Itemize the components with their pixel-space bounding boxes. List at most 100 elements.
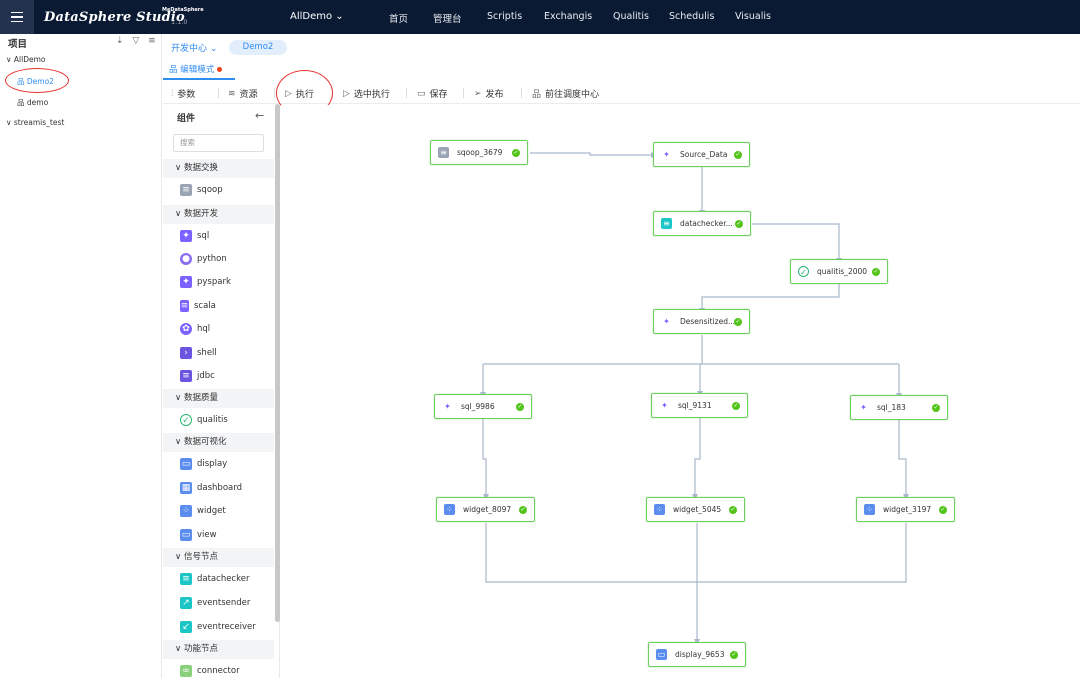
run-selected-button[interactable]: ▷选中执行 xyxy=(343,88,390,101)
edge-sql1-widget1 xyxy=(482,419,487,494)
tree-item-demo[interactable]: 品 demo xyxy=(17,98,49,107)
tab-row: 开发中心 ⌄ Demo2 xyxy=(163,34,1080,60)
node-sql-183[interactable]: ✦sql_183✓ xyxy=(850,395,948,420)
hive-icon: ✿ xyxy=(180,323,192,335)
component-datachecker[interactable]: ≡datachecker xyxy=(180,573,249,585)
component-search-input[interactable]: 搜索 xyxy=(173,134,264,152)
terminal-icon: › xyxy=(180,347,192,359)
sitemap-icon: 品 xyxy=(532,90,542,100)
component-shell[interactable]: ›shell xyxy=(180,347,217,359)
category-data-quality[interactable]: ∨ 数据质量 xyxy=(163,389,274,408)
component-sql[interactable]: ✦sql xyxy=(180,230,209,242)
component-eventsender[interactable]: ↗eventsender xyxy=(180,597,250,609)
database-icon: ≡ xyxy=(180,370,192,382)
star-icon: ✦ xyxy=(180,276,192,288)
category-data-dev[interactable]: ∨ 数据开发 xyxy=(163,205,274,224)
category-data-exchange[interactable]: ∨ 数据交换 xyxy=(163,159,274,178)
node-display-9653[interactable]: ▭display_9653✓ xyxy=(648,642,746,667)
unsaved-dot xyxy=(217,67,223,72)
save-button[interactable]: ▭保存 xyxy=(417,88,448,101)
component-widget[interactable]: ⁘widget xyxy=(180,505,226,517)
monitor-icon: ▭ xyxy=(180,529,192,541)
component-hql[interactable]: ✿hql xyxy=(180,323,210,335)
widget-icon: ⁘ xyxy=(180,505,192,517)
category-signal-nodes[interactable]: ∨ 信号节点 xyxy=(163,548,274,567)
database-icon: ≡ xyxy=(180,184,192,196)
database-check-icon: ≡ xyxy=(661,218,672,229)
nav-exchangis[interactable]: Exchangis xyxy=(544,11,593,22)
edge-widget3-join xyxy=(697,523,907,583)
component-connector[interactable]: ∞connector xyxy=(180,665,240,677)
component-scala[interactable]: ≡scala xyxy=(180,300,216,312)
category-data-visualization[interactable]: ∨ 数据可视化 xyxy=(163,433,274,452)
category-function-nodes[interactable]: ∨ 功能节点 xyxy=(163,640,274,659)
project-panel-title: 项目 xyxy=(8,39,28,50)
component-display[interactable]: ▭display xyxy=(180,458,228,470)
publish-button[interactable]: ➢发布 xyxy=(474,88,504,101)
widget-icon: ⁘ xyxy=(864,504,875,515)
node-datachecker[interactable]: ≡datachecker...✓ xyxy=(653,211,751,236)
edge-qualitis-desensitized xyxy=(701,284,840,308)
nav-home[interactable]: 首页 xyxy=(389,14,409,25)
save-icon: ▭ xyxy=(417,88,426,99)
component-pyspark[interactable]: ✦pyspark xyxy=(180,276,231,288)
node-source-data[interactable]: ✦Source_Data✓ xyxy=(653,142,750,167)
star-icon: ✦ xyxy=(661,401,668,410)
node-widget-3197[interactable]: ⁘widget_3197✓ xyxy=(856,497,955,522)
goto-scheduler-button[interactable]: 品前往调度中心 xyxy=(532,87,599,100)
chevron-down-icon: ∨ xyxy=(6,55,12,64)
node-sql-9131[interactable]: ✦sql_9131✓ xyxy=(651,393,748,418)
success-check-icon: ✓ xyxy=(734,318,742,326)
star-icon: ✦ xyxy=(663,150,670,159)
node-sqoop[interactable]: ≡sqoop_3679✓ xyxy=(430,140,528,165)
python-icon: ● xyxy=(180,253,192,265)
hamburger-menu-icon[interactable] xyxy=(0,0,34,34)
link-icon: ∞ xyxy=(180,665,192,677)
collapse-arrow-icon[interactable]: ← xyxy=(255,109,265,122)
component-panel-scrollbar[interactable] xyxy=(275,104,280,622)
widget-icon: ⁘ xyxy=(444,504,455,515)
nav-admin[interactable]: 管理台 xyxy=(433,14,462,25)
node-widget-8097[interactable]: ⁘widget_8097✓ xyxy=(436,497,535,522)
success-check-icon: ✓ xyxy=(872,268,880,276)
success-check-icon: ✓ xyxy=(730,651,738,659)
tree-item-streamis-test[interactable]: ∨ streamis_test xyxy=(6,118,65,127)
dev-center-dropdown[interactable]: 开发中心 ⌄ xyxy=(171,44,218,54)
node-widget-5045[interactable]: ⁘widget_5045✓ xyxy=(646,497,745,522)
node-qualitis[interactable]: ✓qualitis_2000✓ xyxy=(790,259,888,284)
node-desensitized[interactable]: ✦Desensitized...✓ xyxy=(653,309,750,334)
workspace-select[interactable]: AllDemo ⌄ xyxy=(290,11,344,22)
send-icon: ➢ xyxy=(474,88,482,99)
tree-item-alldemo[interactable]: ∨ AllDemo xyxy=(6,55,46,64)
component-dashboard[interactable]: ▦dashboard xyxy=(180,482,242,494)
workflow-tab-demo2[interactable]: Demo2 xyxy=(229,40,287,55)
success-check-icon: ✓ xyxy=(939,506,947,514)
params-button[interactable]: ⫶参数 xyxy=(171,88,196,101)
chevron-down-icon: ∨ xyxy=(6,118,12,127)
app-logo: DataSphere Studio xyxy=(44,10,185,25)
component-view[interactable]: ▭view xyxy=(180,529,217,541)
component-qualitis[interactable]: ✓qualitis xyxy=(180,414,228,426)
edge-sqoop-source xyxy=(530,152,651,156)
shield-check-icon: ✓ xyxy=(798,266,809,277)
nav-schedulis[interactable]: Schedulis xyxy=(669,11,715,22)
project-panel-tools[interactable]: ⇣ ▽ ≡ xyxy=(116,36,159,46)
widget-icon: ⁘ xyxy=(654,504,665,515)
success-check-icon: ✓ xyxy=(512,149,520,157)
component-panel: 组件 ← 搜索 ∨ 数据交换 ≡sqoop ∨ 数据开发 ✦sql ●pytho… xyxy=(163,104,280,678)
logo-superscript: MeDataSphere xyxy=(162,7,204,13)
component-python[interactable]: ●python xyxy=(180,253,227,265)
nav-scriptis[interactable]: Scriptis xyxy=(487,11,523,22)
resources-button[interactable]: ≋资源 xyxy=(228,88,258,101)
component-jdbc[interactable]: ≡jdbc xyxy=(180,370,215,382)
workflow-edges xyxy=(480,152,909,645)
nav-qualitis[interactable]: Qualitis xyxy=(613,11,649,22)
event-sender-icon: ↗ xyxy=(180,597,192,609)
node-sql-9986[interactable]: ✦sql_9986✓ xyxy=(434,394,532,419)
workflow-canvas[interactable]: ≡sqoop_3679✓ ✦Source_Data✓ ≡datachecker.… xyxy=(281,105,1080,678)
org-chart-icon: 品 xyxy=(169,65,178,75)
edit-mode-tab[interactable]: 品 编辑模式 xyxy=(163,62,235,80)
component-eventreceiver[interactable]: ↙eventreceiver xyxy=(180,621,256,633)
component-sqoop[interactable]: ≡sqoop xyxy=(180,184,223,196)
nav-visualis[interactable]: Visualis xyxy=(735,11,771,22)
